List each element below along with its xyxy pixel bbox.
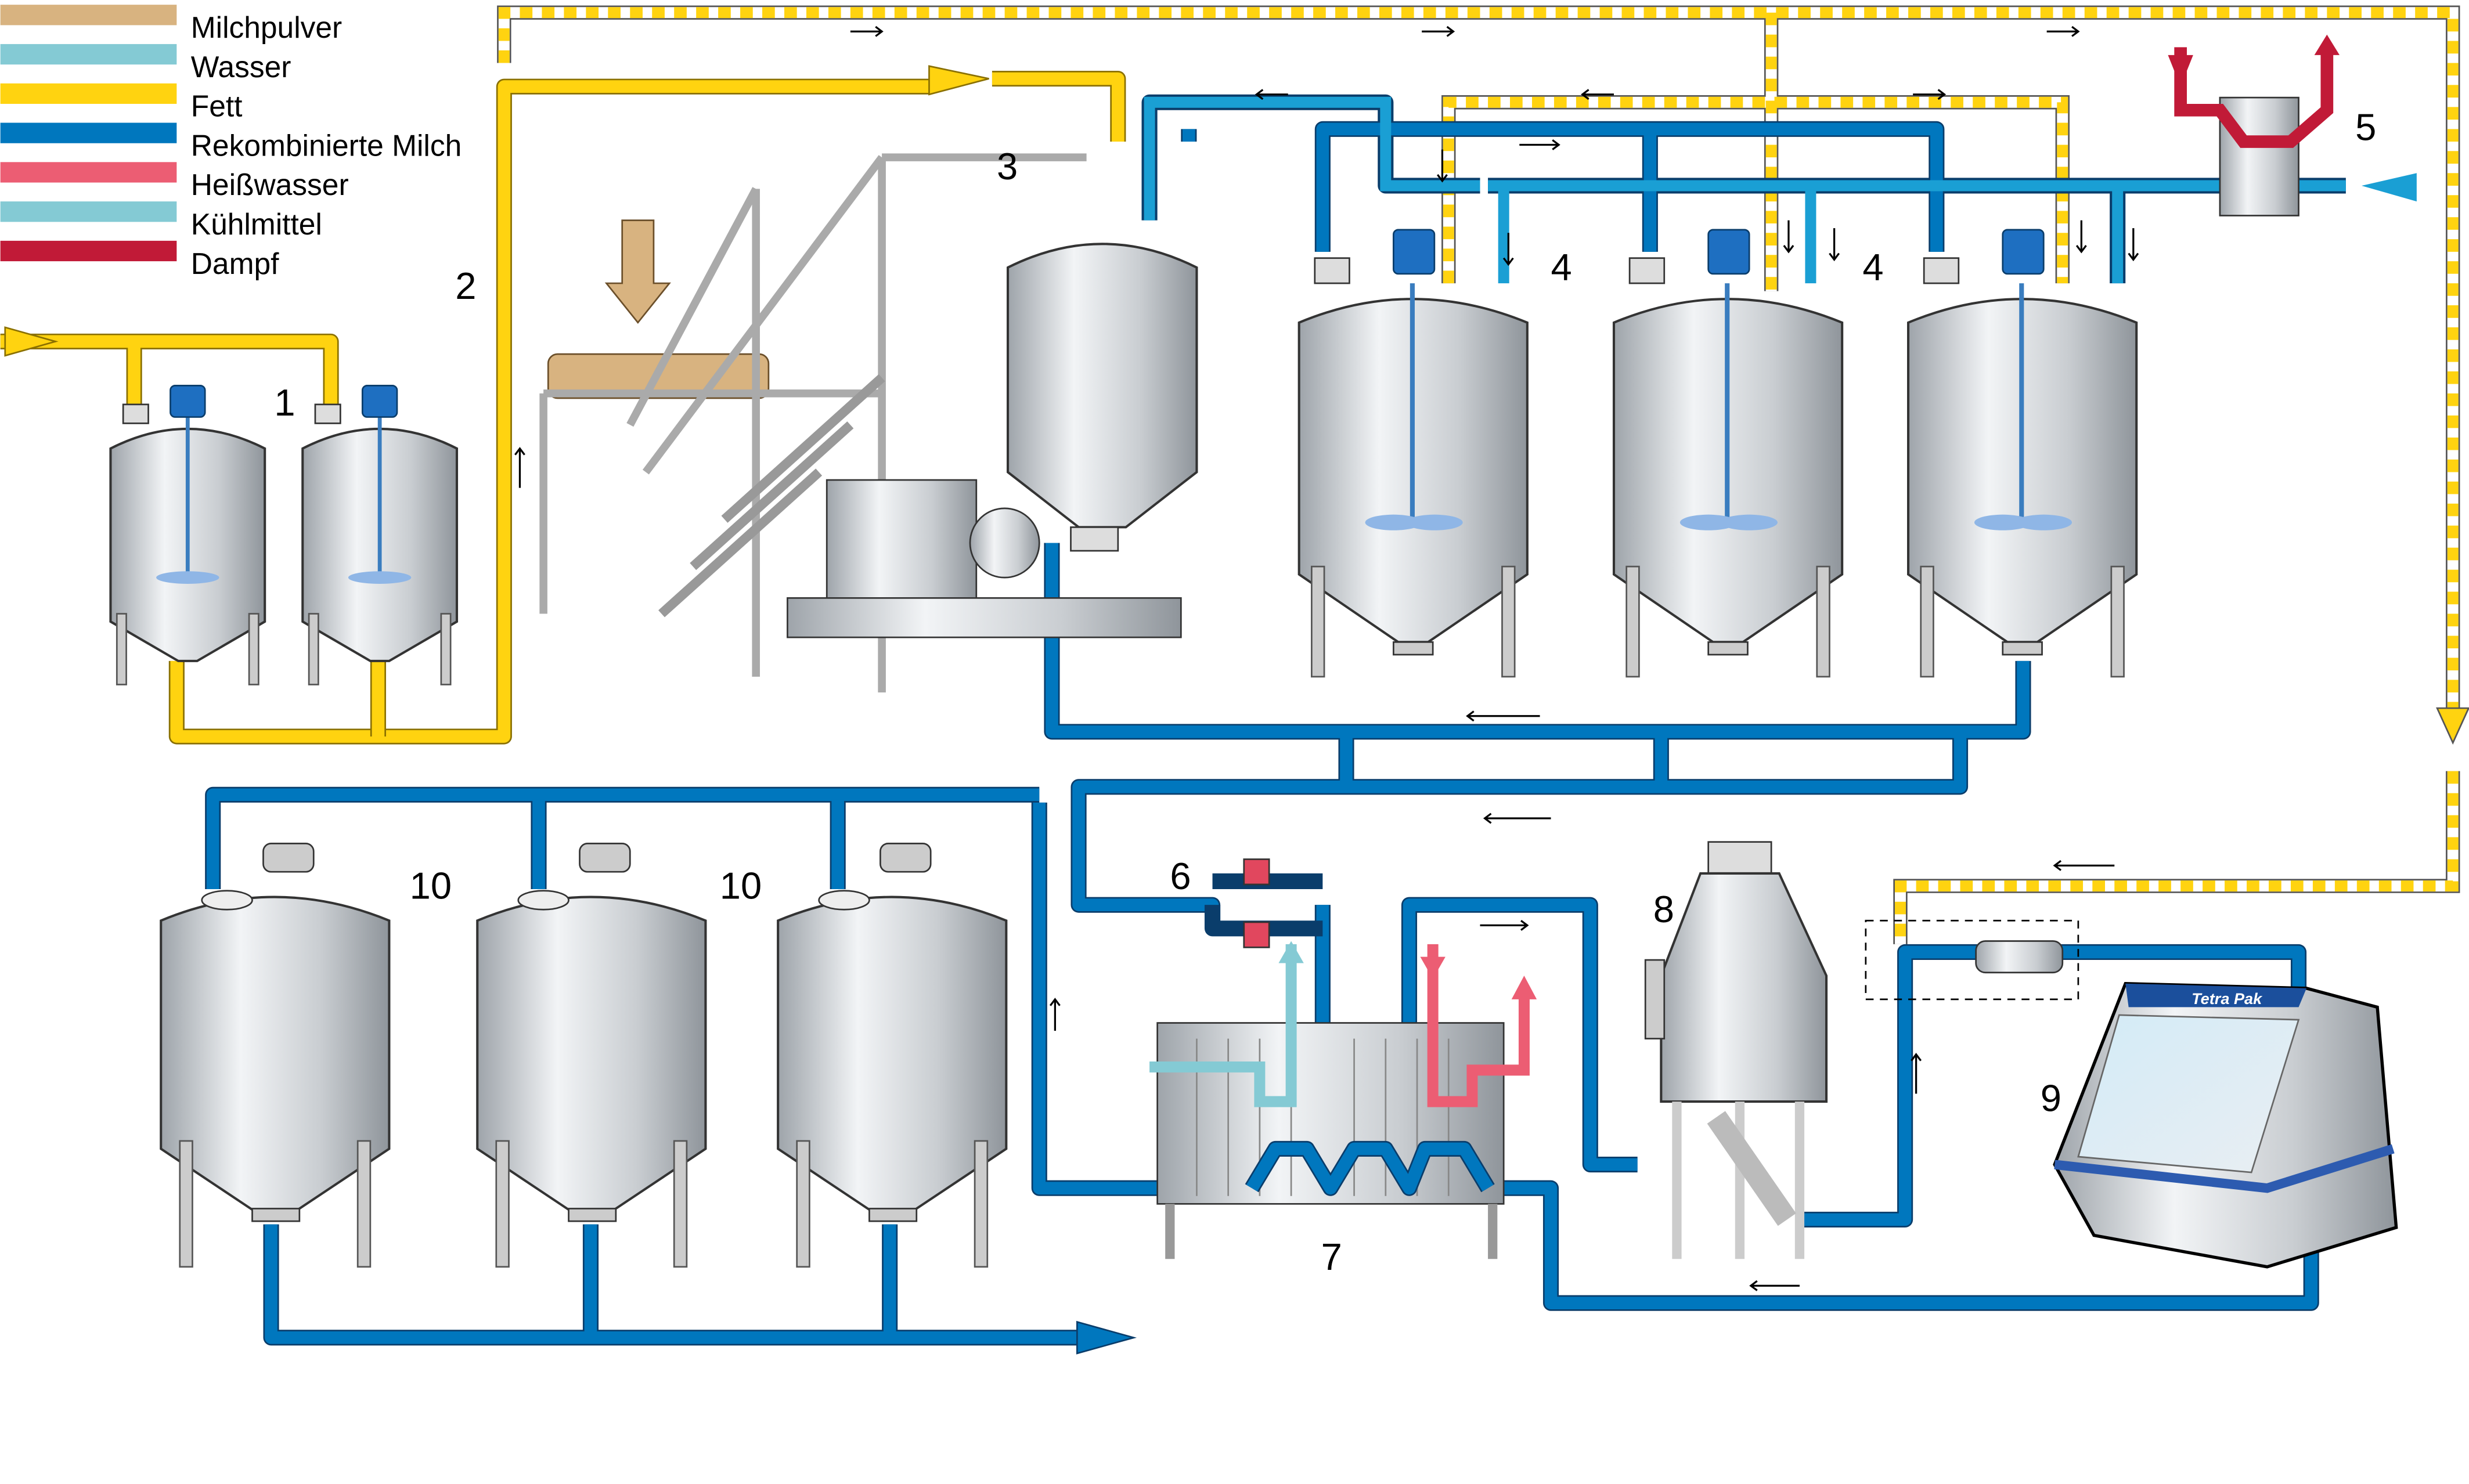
recombination-tanks-4: [1299, 230, 2137, 677]
legend-label: Dampf: [191, 247, 279, 280]
legend-label: Kühlmittel: [191, 207, 322, 241]
label-4: 4: [1551, 246, 1572, 288]
legend-swatch-fett: [0, 83, 177, 104]
label-10: 10: [720, 864, 762, 907]
arrow-icon: [928, 65, 989, 96]
fat-tanks-1: [110, 385, 457, 684]
steam-in-arrow-icon: [2168, 55, 2193, 87]
legend-label: Milchpulver: [191, 10, 342, 44]
label-3: 3: [997, 145, 1018, 187]
arrow-icon: [1511, 976, 1537, 999]
legend: Milchpulver Wasser Fett Rekombinierte Mi…: [0, 5, 462, 280]
arrow-icon: [2436, 707, 2469, 745]
storage-tanks-10: [161, 843, 1006, 1266]
arrow-icon: [4, 326, 59, 357]
label-6: 6: [1170, 855, 1191, 897]
powder-arrow-icon: [604, 219, 671, 324]
brand-logo: Tetra Pak: [2192, 990, 2263, 1008]
deaerator-8: [1644, 841, 1828, 1259]
legend-swatch-kuehlmittel: [0, 201, 177, 222]
legend-swatch-milchpulver: [0, 5, 177, 26]
label-10: 10: [410, 864, 452, 907]
legend-swatch-rekombinierte-milch: [0, 122, 177, 143]
plate-heat-exchanger-5: [2168, 34, 2340, 216]
plate-heat-exchanger-7: [1149, 941, 1537, 1259]
arrow-icon: [1278, 941, 1304, 963]
label-5: 5: [2355, 106, 2376, 148]
label-9: 9: [2041, 1077, 2061, 1119]
steam-out-arrow-icon: [2314, 34, 2340, 55]
legend-label: Fett: [191, 89, 243, 123]
legend-swatch-heisswasser: [0, 162, 177, 183]
equipment-numbers: 1 2 3 4 4 5 6 7 8 9 10 10: [274, 106, 2376, 1278]
arrow-icon: [1076, 1320, 1137, 1355]
legend-swatch-dampf: [0, 240, 177, 262]
powder-mixing-unit-3: [539, 153, 1198, 693]
legend-swatch-wasser: [0, 44, 177, 65]
flow-arrows: [514, 26, 2139, 1291]
label-1: 1: [274, 381, 295, 424]
fat-pipes: [0, 5, 2469, 944]
label-7: 7: [1321, 1236, 1342, 1278]
label-2: 2: [455, 265, 476, 307]
tetra-pak-unit-9: Tetra Pak: [1865, 919, 2398, 1269]
milk-pipes: [205, 94, 2417, 1355]
label-4: 4: [1862, 246, 1883, 288]
arrow-icon: [1420, 956, 1446, 979]
legend-label: Wasser: [191, 50, 291, 84]
arrow-icon: [2361, 173, 2417, 202]
duplex-filter-6: [1204, 858, 1323, 948]
label-8: 8: [1653, 888, 1674, 930]
legend-label: Heißwasser: [191, 168, 349, 201]
legend-label: Rekombinierte Milch: [191, 128, 462, 162]
